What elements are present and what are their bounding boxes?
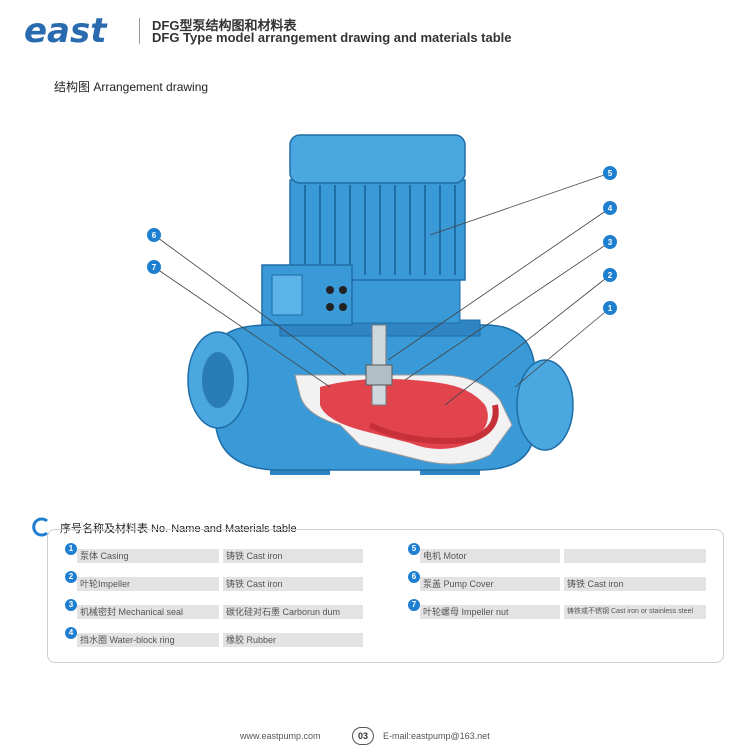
materials-table (47, 529, 724, 663)
item-material-1: 铸铁 Cast iron (223, 549, 363, 563)
arrangement-title: 结构图 Arrangement drawing (54, 80, 209, 94)
item-number-5: 5 (408, 543, 420, 555)
svg-text:6: 6 (152, 231, 157, 240)
svg-text:3: 3 (608, 238, 613, 247)
east-logo: east (24, 14, 108, 48)
item-name-3: 机械密封 Mechanical seal (77, 605, 219, 619)
item-material-4: 橡胶 Rubber (223, 633, 363, 647)
svg-text:4: 4 (608, 204, 613, 213)
page-title-cn: DFG型泵结构图和材料表 (152, 18, 297, 33)
page-title-en: DFG Type model arrangement drawing and m… (152, 30, 512, 45)
terminal-gland-3 (326, 303, 334, 311)
terminal-box-window (271, 274, 303, 316)
item-number-2: 2 (65, 571, 77, 583)
item-number-4: 4 (65, 627, 77, 639)
item-material-3: 碳化硅对石墨 Carborun dum (223, 605, 363, 619)
impeller-red (320, 378, 488, 449)
footer-website[interactable]: www.eastpump.com (240, 731, 321, 741)
item-name-4: 挡水圈 Water-block ring (77, 633, 219, 647)
item-name-6: 泵盖 Pump Cover (420, 577, 560, 591)
callout-leaders (153, 172, 611, 406)
callout-1: 1 (603, 301, 617, 315)
terminal-gland-1 (326, 286, 334, 294)
item-material-2: 铸铁 Cast iron (223, 577, 363, 591)
item-name-5: 电机 Motor (420, 549, 560, 563)
callout-7: 7 (147, 260, 161, 274)
item-name-1: 泵体 Casing (77, 549, 219, 563)
callout-5: 5 (603, 166, 617, 180)
volute-passage (368, 404, 499, 444)
svg-text:5: 5 (608, 169, 613, 178)
item-number-1: 1 (65, 543, 77, 555)
item-number-6: 6 (408, 571, 420, 583)
item-name-7: 叶轮螺母 Impeller nut (420, 605, 560, 619)
inlet-bore (202, 352, 234, 408)
item-material-6: 铸铁 Cast iron (564, 577, 706, 591)
terminal-gland-2 (339, 286, 347, 294)
callout-3: 3 (603, 235, 617, 249)
item-material-5 (564, 549, 706, 563)
callout-2: 2 (603, 268, 617, 282)
item-material-7: 铸铁或不锈钢 Cast iron or stainless steel (564, 605, 706, 619)
terminal-gland-4 (339, 303, 347, 311)
svg-text:2: 2 (608, 271, 613, 280)
fan-cover (289, 134, 466, 184)
footer-email[interactable]: E-mail:eastpump@163.net (383, 731, 490, 741)
item-name-2: 叶轮Impeller (77, 577, 219, 591)
mechanical-seal (365, 364, 393, 386)
logo-text: east (24, 14, 108, 48)
outlet-flange (516, 359, 574, 451)
motor-fins (304, 185, 456, 275)
header-divider (139, 18, 140, 44)
item-number-3: 3 (65, 599, 77, 611)
item-number-7: 7 (408, 599, 420, 611)
callout-4: 4 (603, 201, 617, 215)
callout-6: 6 (147, 228, 161, 242)
svg-text:1: 1 (608, 304, 613, 313)
svg-text:7: 7 (152, 263, 157, 272)
page-number: 03 (352, 727, 374, 745)
pump-arrangement-drawing: 1 2 3 4 5 6 7 (147, 134, 617, 475)
section-c-icon (32, 517, 48, 537)
